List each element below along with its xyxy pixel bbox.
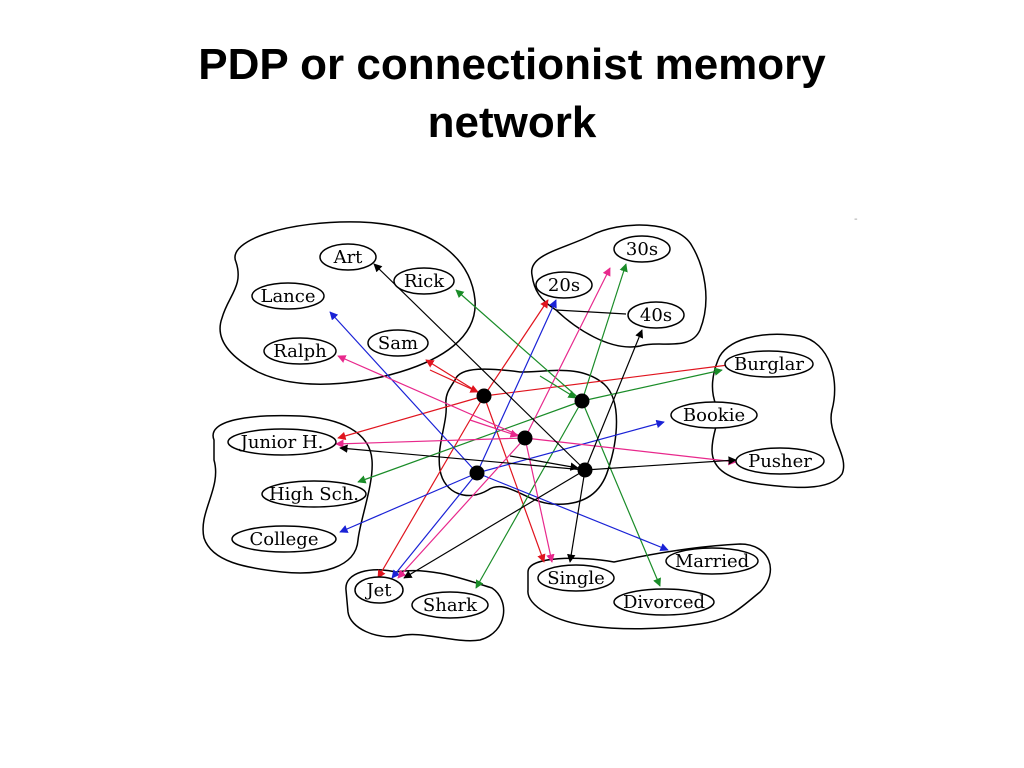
- connection-black-junior: [339, 444, 586, 471]
- connection-magenta-jet: [397, 437, 526, 579]
- hidden-unit-5: [577, 462, 593, 478]
- connection-red-junior: [337, 395, 485, 440]
- connection-blue-20s: [476, 299, 557, 474]
- node-burglar-label: Burglar: [734, 354, 804, 375]
- node-art: Art: [319, 243, 377, 271]
- slide-title-line-1: PDP or connectionist memory: [198, 40, 826, 89]
- node-rick: Rick: [393, 267, 455, 295]
- connection-green-burglar: [581, 367, 723, 402]
- node-sam: Sam: [367, 329, 429, 357]
- node-shark: Shark: [411, 591, 489, 619]
- node-20s: 20s: [535, 271, 593, 299]
- connection-black-40s-link: [555, 309, 627, 315]
- connection-blue-married: [476, 472, 669, 552]
- connection-green-30s: [581, 263, 628, 402]
- connection-black-pusher: [584, 456, 737, 471]
- names-group-outline: [219, 221, 476, 385]
- connection-black-single: [567, 469, 586, 563]
- ages-group-outline: [531, 224, 707, 348]
- marital-group-outline: [527, 543, 771, 630]
- node-pusher-label: Pusher: [748, 451, 812, 472]
- node-art-label: Art: [333, 247, 364, 268]
- hidden-unit-4: [469, 465, 485, 481]
- node-married-label: Married: [675, 551, 749, 572]
- node-single-label: Single: [547, 568, 605, 589]
- node-divorced: Divorced: [613, 588, 715, 616]
- connection-red-jet: [377, 395, 485, 579]
- node-divorced-label: Divorced: [623, 592, 705, 613]
- slide-title: PDP or connectionist memory network: [0, 36, 1024, 152]
- node-college: College: [231, 525, 337, 553]
- connection-blue-bookie: [476, 419, 665, 474]
- node-ralph-label: Ralph: [273, 341, 327, 362]
- node-high-label: High Sch.: [269, 484, 359, 505]
- slide-title-line-2: network: [427, 98, 597, 147]
- connection-magenta-pusher: [524, 437, 737, 466]
- corner-mark: -: [854, 214, 858, 225]
- connection-red-single: [483, 395, 546, 563]
- node-burglar: Burglar: [724, 350, 814, 378]
- node-college-label: College: [250, 529, 319, 550]
- connection-magenta-30s: [524, 267, 611, 439]
- connection-blue-jet: [391, 472, 478, 579]
- node-20s-label: 20s: [548, 275, 580, 296]
- hidden-unit-1: [476, 388, 492, 404]
- node-high: High Sch.: [261, 480, 367, 508]
- node-ralph: Ralph: [263, 337, 337, 365]
- node-jet: Jet: [354, 576, 404, 604]
- node-shark-label: Shark: [423, 595, 478, 616]
- node-30s-label: 30s: [626, 239, 658, 260]
- connection-black-40s: [584, 329, 644, 471]
- connection-black-art: [373, 263, 586, 471]
- node-lance: Lance: [251, 282, 325, 310]
- connections: [329, 263, 737, 589]
- node-pusher: Pusher: [735, 447, 825, 475]
- node-rick-label: Rick: [404, 271, 445, 292]
- node-30s: 30s: [613, 235, 671, 263]
- labeled-nodes: Art Rick Lance Sam Ralph 20s 30s 40s: [227, 235, 825, 619]
- connection-red-into-unit-a: [429, 369, 479, 393]
- hidden-unit-2: [574, 393, 590, 409]
- node-single: Single: [537, 564, 615, 592]
- connection-black-into-unit-e: [509, 455, 579, 471]
- node-junior-label: Junior H.: [239, 432, 324, 453]
- node-married: Married: [665, 547, 759, 575]
- connection-green-high: [357, 400, 583, 484]
- connection-magenta-ralph: [337, 355, 526, 439]
- connection-magenta-junior: [335, 437, 526, 448]
- node-bookie: Bookie: [670, 401, 758, 429]
- node-sam-label: Sam: [378, 333, 418, 354]
- node-40s-label: 40s: [640, 305, 672, 326]
- education-group-outline: [202, 414, 373, 574]
- connection-green-rick: [455, 289, 583, 402]
- hidden-unit-3: [517, 430, 533, 446]
- hidden-units-group-outline: [438, 368, 618, 505]
- node-junior: Junior H.: [227, 428, 337, 456]
- connection-blue-lance: [329, 311, 478, 474]
- connection-red-burglar: [483, 360, 737, 397]
- connection-blue-college: [339, 472, 478, 533]
- connection-magenta-into-unit-d: [469, 419, 519, 438]
- connection-black-jet: [403, 469, 586, 579]
- node-jet-label: Jet: [364, 580, 392, 601]
- connection-magenta-single: [524, 437, 555, 563]
- connection-green-into-unit-b: [539, 375, 577, 399]
- node-40s: 40s: [627, 301, 685, 329]
- connection-red-20s: [483, 299, 549, 397]
- hidden-units: [469, 388, 593, 481]
- connection-green-divorced: [581, 400, 661, 587]
- node-bookie-label: Bookie: [683, 405, 745, 426]
- node-lance-label: Lance: [260, 286, 315, 307]
